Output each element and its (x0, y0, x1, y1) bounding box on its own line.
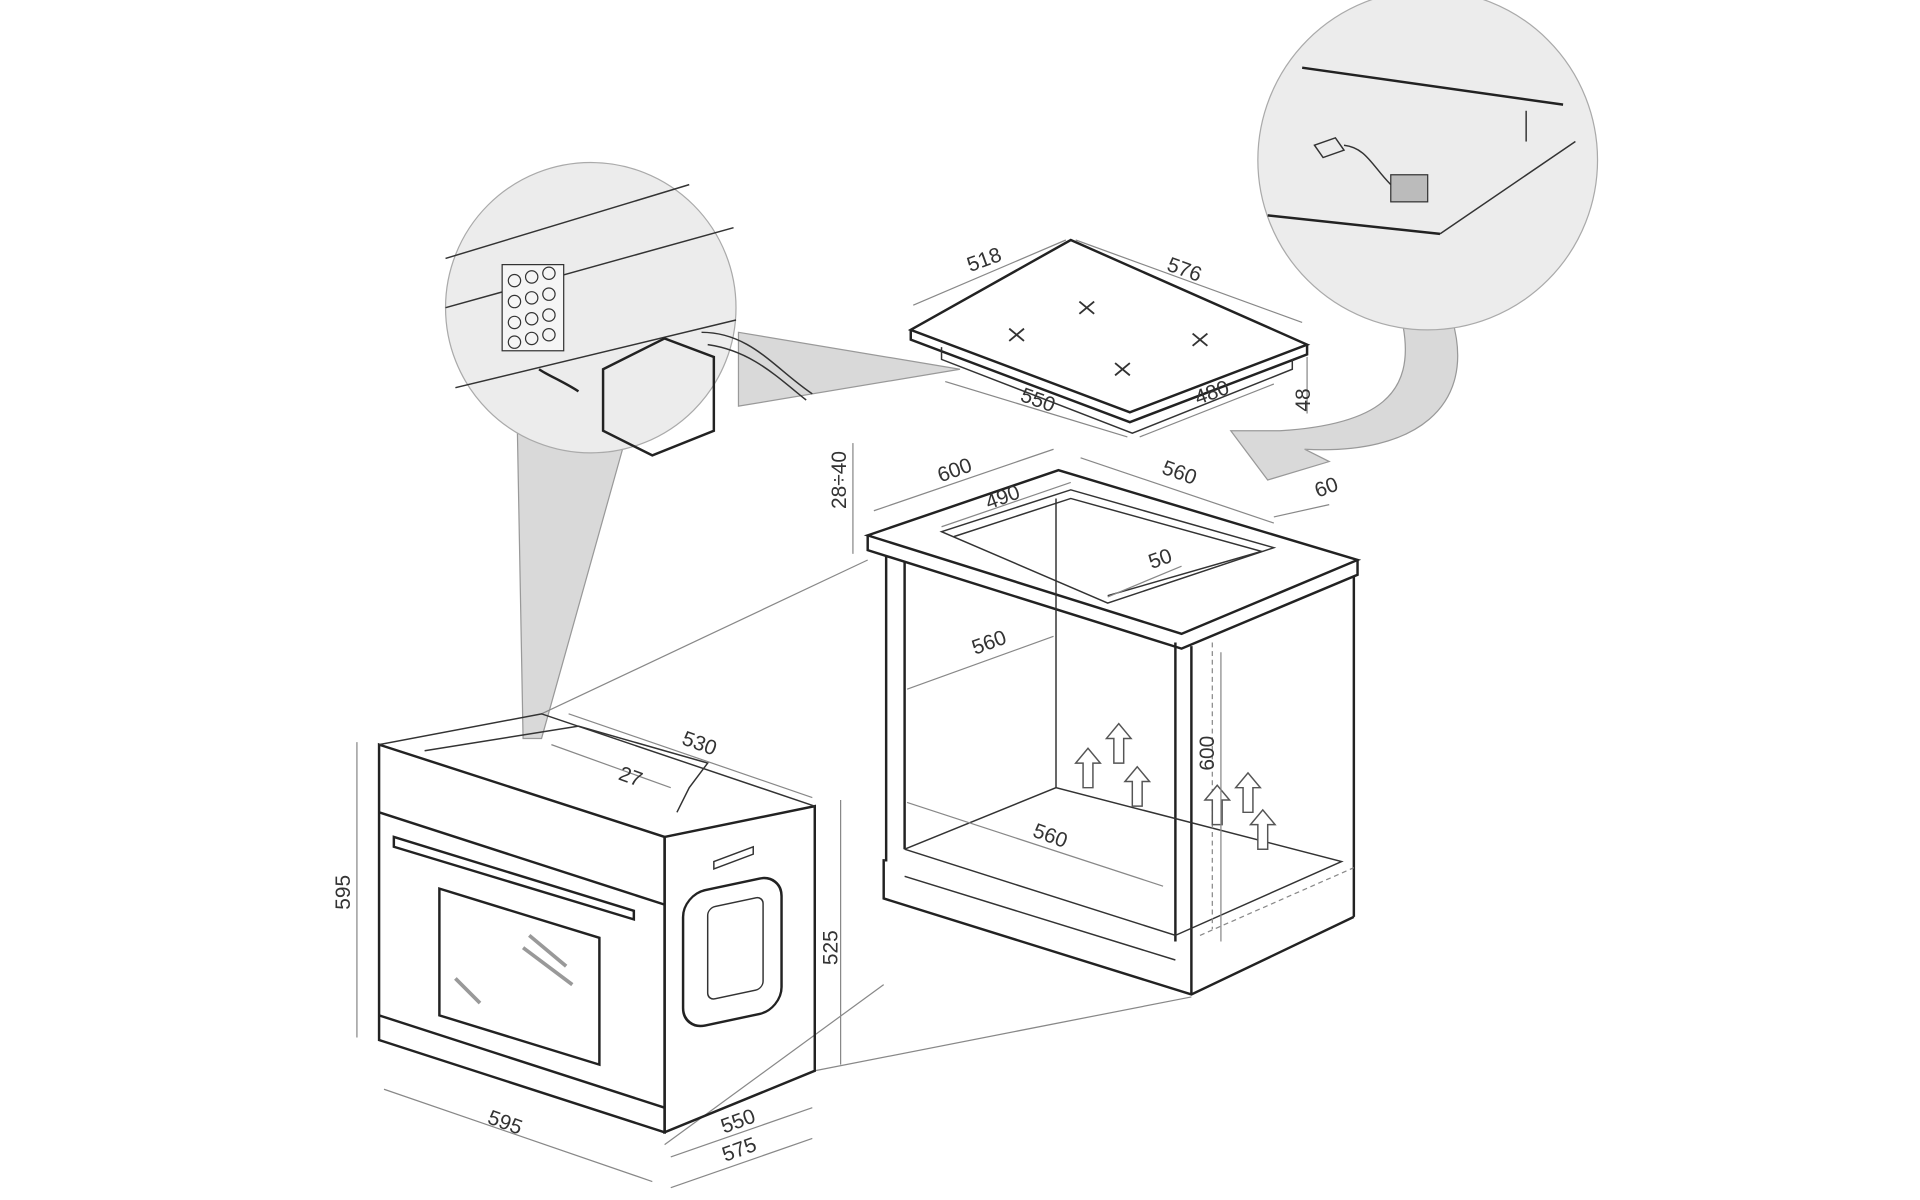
cabinet-height-label: 600 (1196, 736, 1219, 771)
hob-width-label: 576 (1164, 253, 1205, 287)
oven (377, 713, 816, 1135)
oven-depth-label: 530 (679, 727, 720, 761)
oven-body-depth-label: 550 (718, 1105, 759, 1139)
worktop-width-label: 600 (934, 454, 975, 488)
worktop-back-margin-label: 60 (1312, 473, 1342, 503)
connector-detail-magnifier-icon (444, 161, 961, 740)
airflow-arrow-icon (1074, 722, 1277, 850)
hob-cutout-depth-label: 480 (1192, 376, 1233, 410)
dimension-lines (356, 239, 1330, 1189)
oven-top-offset-label: 27 (616, 762, 646, 792)
oven-body-height-label: 525 (820, 930, 843, 965)
hob-depth-label: 518 (964, 243, 1005, 277)
hob-cable-magnifier-icon (1229, 0, 1599, 481)
cabinet (863, 468, 1362, 996)
guide-lines (541, 559, 1192, 1146)
worktop-cutout-width-label: 560 (1159, 456, 1200, 490)
worktop-cutout-depth-label: 490 (982, 481, 1023, 515)
hob-height-label: 48 (1292, 388, 1315, 411)
worktop-thickness-label: 28÷40 (828, 451, 851, 509)
oven-width-label: 595 (485, 1106, 526, 1140)
oven-height-label: 595 (332, 875, 355, 910)
hob-cutout-width-label: 550 (1018, 384, 1059, 418)
hob (907, 238, 1311, 435)
cabinet-width-label: 560 (1030, 819, 1071, 853)
worktop-front-margin-label: 50 (1145, 544, 1175, 574)
